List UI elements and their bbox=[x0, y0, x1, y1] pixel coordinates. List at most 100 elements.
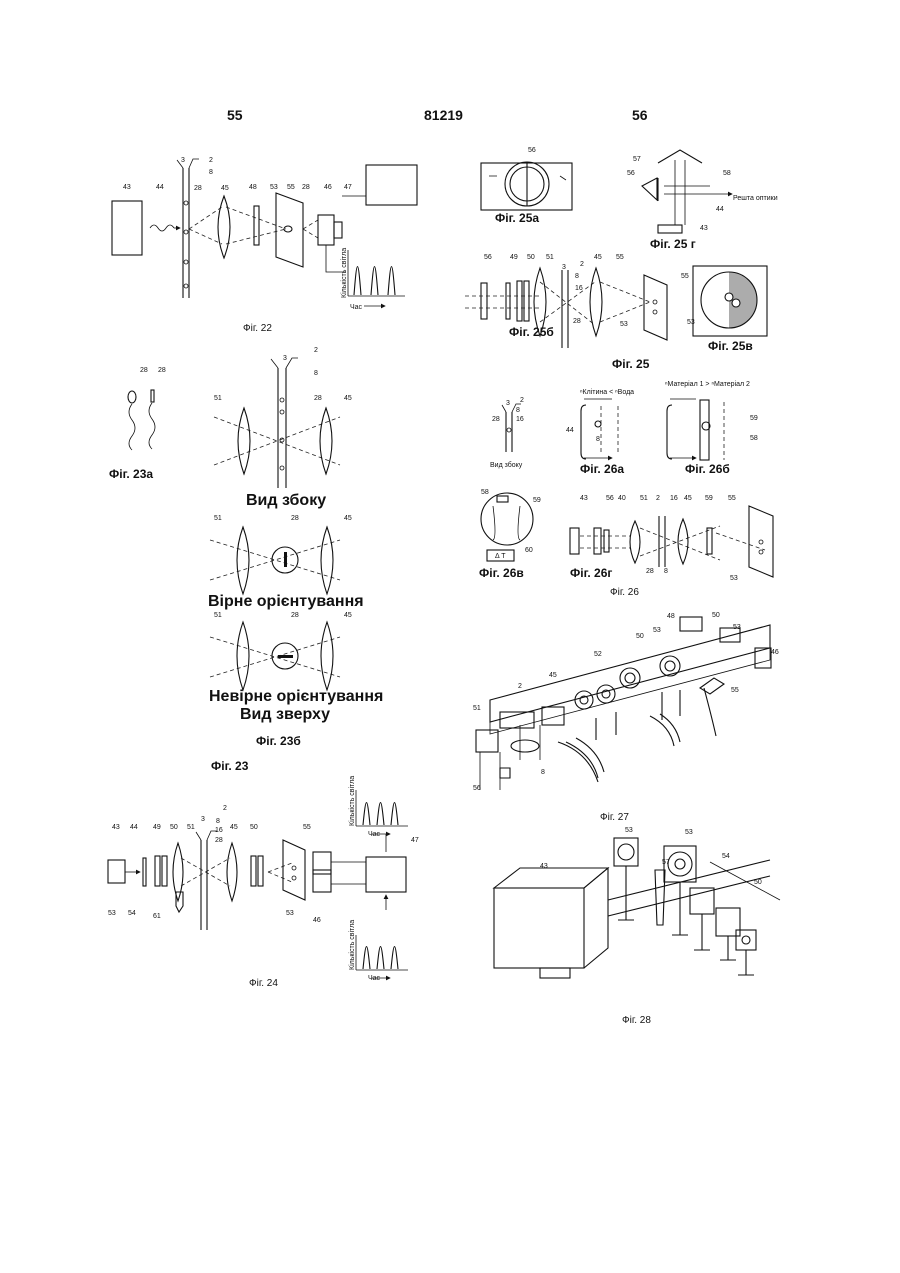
label: 3 bbox=[562, 264, 566, 271]
figure-caption: Фіг. 27 bbox=[600, 812, 629, 823]
label: 55 bbox=[728, 495, 736, 502]
label: 53 bbox=[685, 829, 693, 836]
label: 53 bbox=[270, 184, 278, 191]
label: 44 bbox=[130, 824, 138, 831]
figure-caption: Фіг. 25в bbox=[708, 339, 753, 353]
label: 50 bbox=[712, 612, 720, 619]
label: 3 bbox=[201, 816, 205, 823]
figure-caption: Фіг. 23б bbox=[256, 734, 301, 748]
label: 48 bbox=[249, 184, 257, 191]
label: 53 bbox=[687, 319, 695, 326]
wrong-orientation-label: Невірне орієнтування bbox=[209, 688, 383, 705]
label: 16 bbox=[575, 285, 583, 292]
label: 57 bbox=[633, 156, 641, 163]
label: 28 bbox=[646, 568, 654, 575]
label: 56 bbox=[627, 170, 635, 177]
label: 45 bbox=[344, 395, 352, 402]
label: 8 bbox=[575, 273, 579, 280]
label: 51 bbox=[640, 495, 648, 502]
figure-23: 28 28 Фіг. 23а 3 2 8 28 51 45 Вид збоку … bbox=[109, 347, 383, 773]
label: 2 bbox=[314, 347, 318, 354]
figure-caption: Фіг. 25а bbox=[495, 211, 539, 225]
label: 28 bbox=[140, 367, 148, 374]
label: 45 bbox=[684, 495, 692, 502]
label: 59 bbox=[750, 415, 758, 422]
label: 58 bbox=[481, 489, 489, 496]
label: 51 bbox=[473, 705, 481, 712]
label: 53 bbox=[625, 827, 633, 834]
rest-optics-label: Решта оптики bbox=[733, 195, 778, 202]
label: 55 bbox=[303, 824, 311, 831]
label: 54 bbox=[128, 910, 136, 917]
label: 45 bbox=[221, 185, 229, 192]
label: 56 bbox=[528, 147, 536, 154]
label: 45 bbox=[344, 612, 352, 619]
label: 44 bbox=[566, 427, 574, 434]
label: 28 bbox=[314, 395, 322, 402]
light-source-43 bbox=[112, 201, 142, 255]
label: 45 bbox=[594, 254, 602, 261]
label: 54 bbox=[722, 853, 730, 860]
label: 56 bbox=[484, 254, 492, 261]
figure-caption: Фіг. 28 bbox=[622, 1015, 651, 1026]
signal-peaks-22 bbox=[354, 267, 395, 296]
figure-26: 3 2 8 16 28 Вид збоку ⁿКлітина < ⁿВода 4… bbox=[479, 380, 773, 598]
label: 8 bbox=[516, 407, 520, 414]
label: 53 bbox=[620, 321, 628, 328]
axis-label: Час bbox=[350, 304, 363, 311]
label: 2 bbox=[520, 397, 524, 404]
correct-orientation-label: Вірне орієнтування bbox=[208, 593, 364, 610]
label: 2 bbox=[518, 683, 522, 690]
figure-caption: Фіг. 26г bbox=[570, 566, 612, 580]
label: 56 bbox=[473, 785, 481, 792]
label: 3 bbox=[181, 157, 185, 164]
figure-caption: Фіг. 25 г bbox=[650, 237, 696, 251]
figure-27: 48 50 53 46 50 53 52 55 45 2 51 8 56 Фіг… bbox=[473, 612, 779, 823]
label: 46 bbox=[324, 184, 332, 191]
label: 8 bbox=[209, 169, 213, 176]
figure-caption: Фіг. 26а bbox=[580, 462, 624, 476]
label: 55 bbox=[681, 273, 689, 280]
figure-28: 43 53 53 57 54 50 Фіг. 28 bbox=[494, 827, 780, 1026]
top-view-label: Вид зверху bbox=[240, 706, 330, 723]
label: 2 bbox=[209, 157, 213, 164]
label: 28 bbox=[291, 515, 299, 522]
label: 43 bbox=[123, 184, 131, 191]
label: 50 bbox=[754, 879, 762, 886]
label: 50 bbox=[250, 824, 258, 831]
label: 51 bbox=[214, 395, 222, 402]
label: 40 bbox=[618, 495, 626, 502]
figure-caption: Фіг. 26 bbox=[610, 587, 639, 598]
screen-55 bbox=[276, 193, 303, 267]
cell-28 bbox=[128, 391, 136, 403]
filter-48 bbox=[254, 206, 259, 245]
label: 51 bbox=[187, 824, 195, 831]
lens-51 bbox=[238, 408, 250, 474]
label: 2 bbox=[223, 805, 227, 812]
label: 28 bbox=[302, 184, 310, 191]
label: 44 bbox=[156, 184, 164, 191]
label: 44 bbox=[716, 206, 724, 213]
label: 28 bbox=[215, 837, 223, 844]
label: 52 bbox=[594, 651, 602, 658]
label: 3 bbox=[506, 400, 510, 407]
label: 8 bbox=[541, 769, 545, 776]
label: 8 bbox=[314, 370, 318, 377]
label: 28 bbox=[291, 612, 299, 619]
label: 53 bbox=[108, 910, 116, 917]
label: 53 bbox=[733, 624, 741, 631]
label: 50 bbox=[527, 254, 535, 261]
label: 28 bbox=[573, 318, 581, 325]
axis-label: Кількість світла bbox=[348, 920, 356, 970]
label: 61 bbox=[153, 913, 161, 920]
label: 46 bbox=[771, 649, 779, 656]
n-cell-label: ⁿКлітина < ⁿВода bbox=[580, 388, 634, 396]
label: 60 bbox=[525, 547, 533, 554]
label: 45 bbox=[230, 824, 238, 831]
label: 28 bbox=[158, 367, 166, 374]
axis-label: Кількість світла bbox=[348, 776, 356, 826]
lens-45 bbox=[320, 408, 332, 474]
figure-caption: Фіг. 26б bbox=[685, 462, 730, 476]
n-material-label: ⁿМатеріал 1 > ⁿМатеріал 2 bbox=[665, 380, 750, 388]
label: 55 bbox=[287, 184, 295, 191]
